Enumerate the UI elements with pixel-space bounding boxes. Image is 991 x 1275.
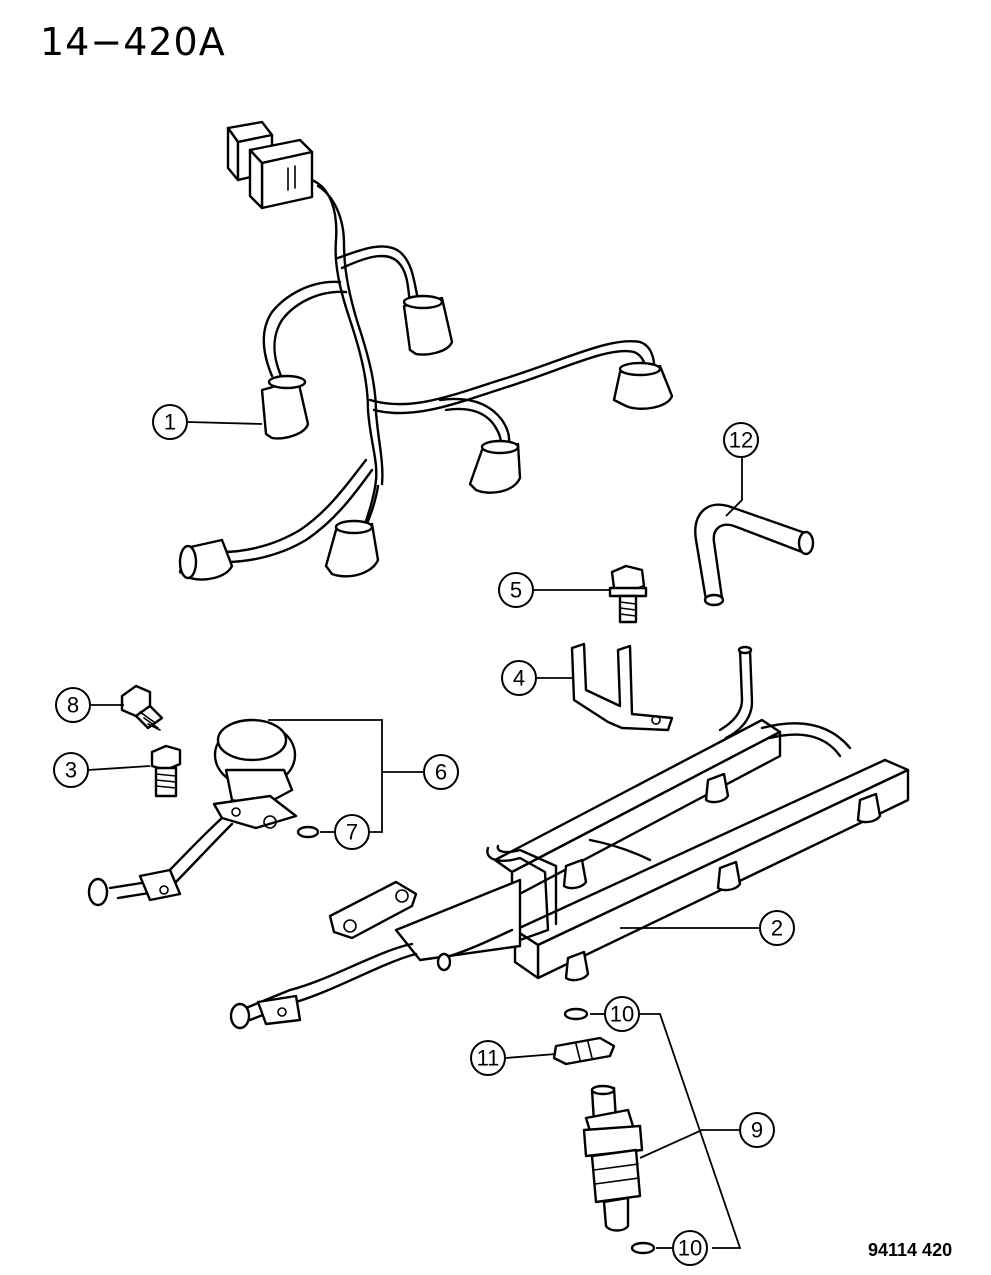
callout-2: 2 [759,910,795,946]
bracket-bolt [608,564,648,624]
svg-text:7: 7 [346,820,358,845]
svg-text:11: 11 [477,1046,500,1071]
fuel-rail [229,645,910,1030]
svg-text:12: 12 [729,428,753,453]
fuel-injector [582,1084,644,1232]
callout-10-lower: 10 [672,1230,708,1266]
callout-11: 11 [470,1040,506,1076]
fuel-pressure-regulator [87,718,298,907]
injector-clip [552,1036,616,1066]
svg-text:6: 6 [435,760,447,785]
regulator-bolt-lower [150,744,182,798]
callout-1: 1 [152,404,188,440]
svg-text:9: 9 [751,1118,763,1143]
svg-text:3: 3 [65,758,77,783]
svg-text:10: 10 [610,1002,634,1027]
vacuum-hose [694,503,815,607]
svg-text:4: 4 [513,666,525,691]
svg-text:10: 10 [678,1236,702,1261]
callout-12: 12 [723,422,759,458]
injector-o-ring-upper [563,1007,589,1021]
regulator-bolt-upper [120,684,164,731]
drawing-code: 94114 420 [868,1240,953,1260]
svg-text:5: 5 [510,578,522,603]
svg-text:2: 2 [771,916,783,941]
callout-7: 7 [334,814,370,850]
leader-lines [87,421,760,1249]
callout-4: 4 [501,660,537,696]
callout-5: 5 [498,572,534,608]
callout-8: 8 [55,687,91,723]
callout-10-upper: 10 [604,996,640,1032]
svg-text:1: 1 [164,410,176,435]
regulator-o-ring [296,825,320,839]
svg-text:8: 8 [67,693,79,718]
mounting-bracket [570,642,674,732]
injector-o-ring-lower [630,1241,656,1255]
callout-6: 6 [423,754,459,790]
wiring-harness [178,120,674,581]
diagram-number: 14−420A [40,20,226,64]
callout-3: 3 [53,752,89,788]
callout-9: 9 [739,1112,775,1148]
